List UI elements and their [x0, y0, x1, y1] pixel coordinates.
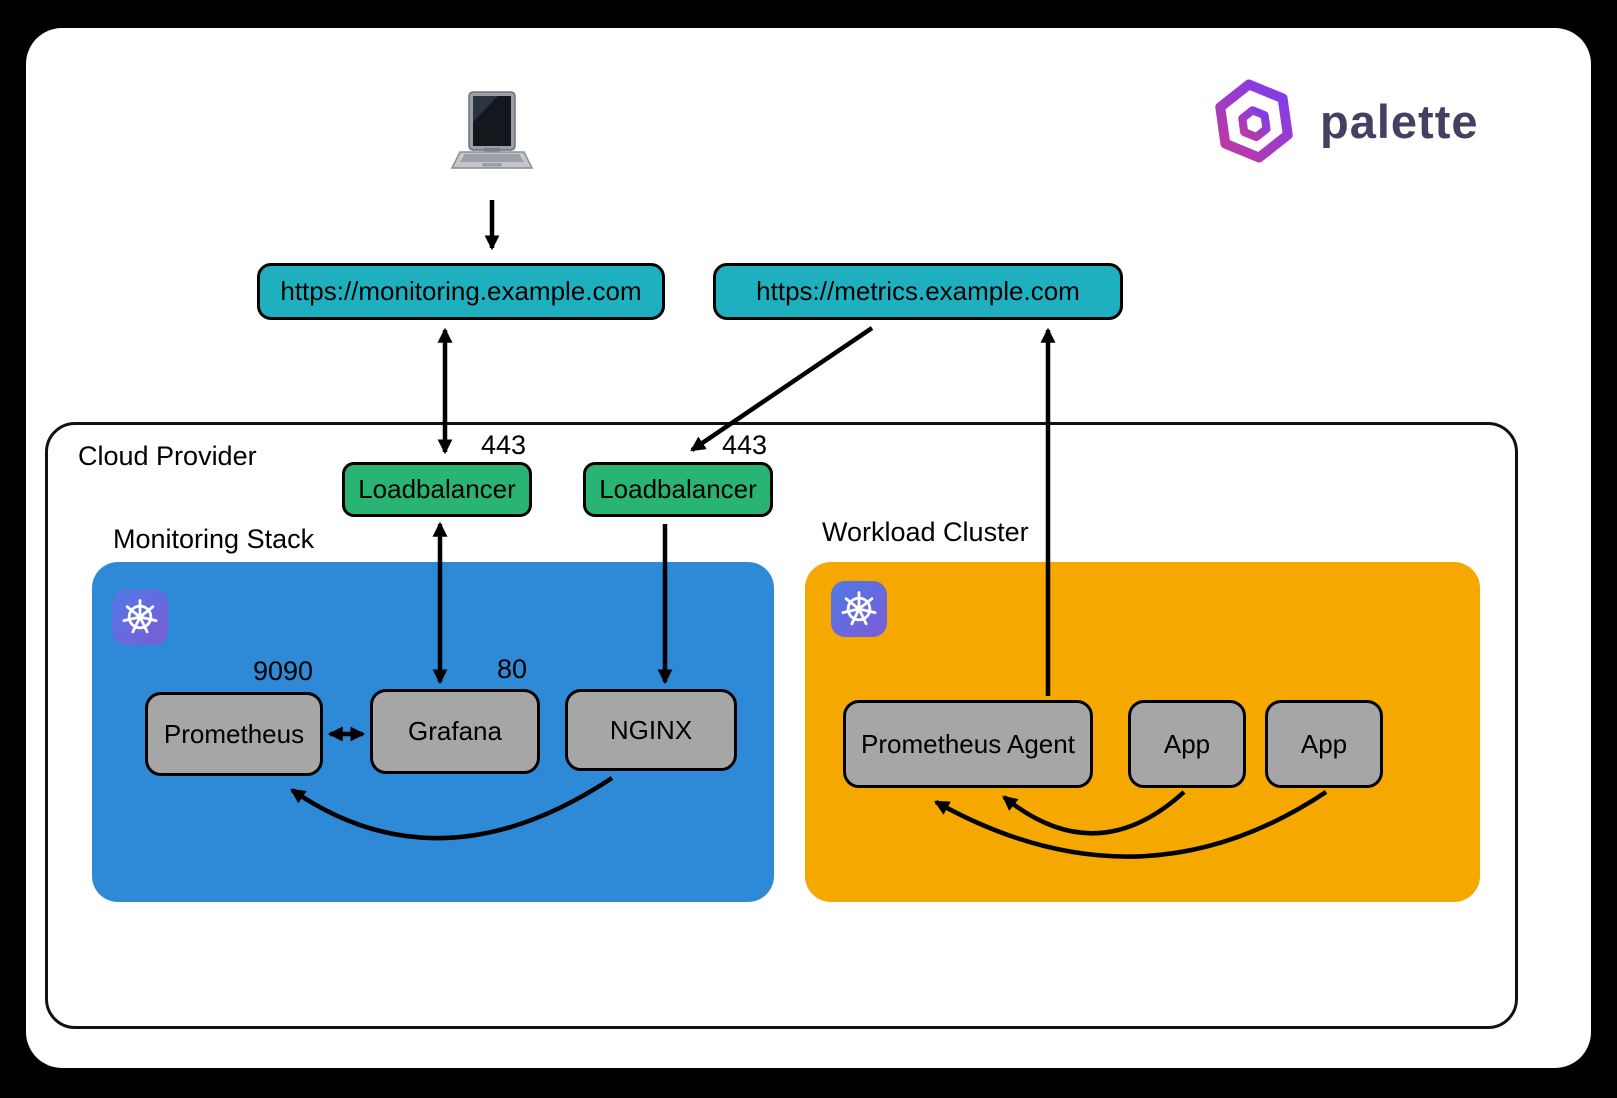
- prometheus-agent-node: Prometheus Agent: [843, 700, 1093, 788]
- prometheus-node: Prometheus: [145, 692, 323, 776]
- monitoring-stack-title: Monitoring Stack: [113, 524, 315, 554]
- endpoint-metrics: https://metrics.example.com: [713, 263, 1123, 320]
- workload-cluster-title: Workload Cluster: [822, 517, 1029, 547]
- nginx-node: NGINX: [565, 689, 737, 771]
- port-label-lb-left: 443: [481, 430, 527, 460]
- grafana-node: Grafana: [370, 689, 540, 774]
- endpoint-monitoring: https://monitoring.example.com: [257, 263, 665, 320]
- loadbalancer-left: Loadbalancer: [342, 462, 532, 517]
- laptop-icon: [446, 88, 536, 182]
- palette-logo-icon: [1215, 79, 1293, 163]
- palette-logo: palette: [1208, 76, 1479, 166]
- palette-wordmark: palette: [1320, 94, 1479, 148]
- kubernetes-icon: [831, 581, 887, 637]
- loadbalancer-right: Loadbalancer: [583, 462, 773, 517]
- port-label-grafana: 80: [497, 654, 528, 684]
- port-label-lb-right: 443: [722, 430, 768, 460]
- app-node-2: App: [1265, 700, 1383, 788]
- app-node-1: App: [1128, 700, 1246, 788]
- cloud-provider-title: Cloud Provider: [78, 441, 257, 471]
- port-label-prometheus: 9090: [253, 656, 314, 686]
- kubernetes-icon: [112, 589, 168, 645]
